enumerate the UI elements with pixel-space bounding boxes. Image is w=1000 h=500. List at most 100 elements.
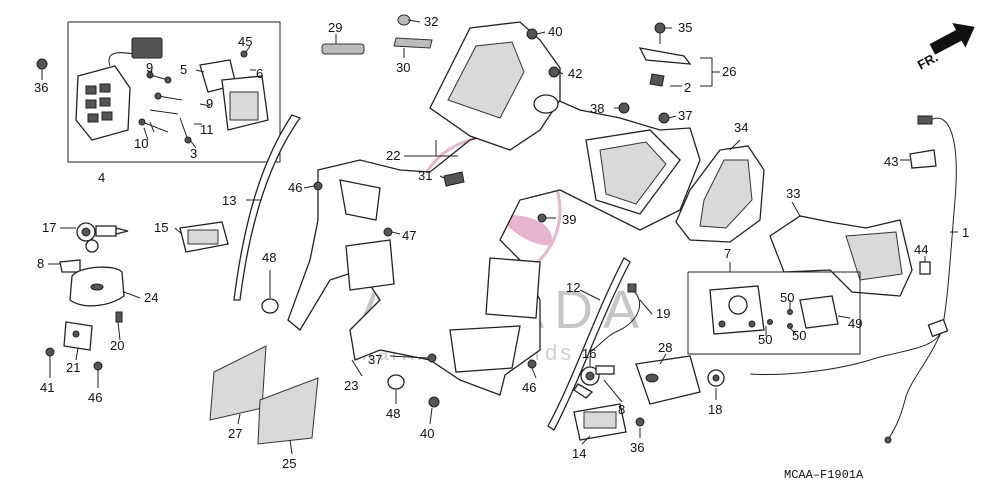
callout-numbers: 1 2 3 4 5 6 7 8 9 9 10 11 12 13 14 15 16… [34, 14, 969, 471]
callout-29: 29 [328, 20, 342, 35]
callout-15: 15 [154, 220, 168, 235]
callout-40-bottom: 40 [420, 426, 434, 441]
part-34-cover [675, 145, 765, 243]
callout-49: 49 [848, 316, 862, 331]
callout-48-upper: 48 [262, 250, 276, 265]
callout-41: 41 [40, 380, 54, 395]
part-48-grommet-lower [387, 374, 405, 390]
callout-46-left: 46 [88, 390, 102, 405]
part-33-cover [769, 215, 913, 297]
upper-console [429, 21, 561, 151]
callout-50-a: 50 [780, 290, 794, 305]
callout-37-bottom: 37 [368, 352, 382, 367]
front-direction-arrow-icon [929, 22, 975, 55]
callout-43: 43 [884, 154, 898, 169]
callout-24: 24 [144, 290, 158, 305]
part-25-pad [257, 377, 319, 445]
part-46-nut-upper [313, 181, 323, 191]
part-24-cover [69, 266, 125, 307]
part-31-clip [443, 171, 465, 187]
part-37-clip-top [658, 112, 670, 124]
part-40-bolt-bottom [428, 396, 440, 408]
callout-10: 10 [134, 136, 148, 151]
leader-lines [41, 19, 958, 455]
callout-4: 4 [98, 170, 105, 185]
diagram-code: MCAA–F1901A [784, 468, 864, 482]
group-box-4 [67, 21, 281, 163]
callout-21: 21 [66, 360, 80, 375]
callout-12: 12 [566, 280, 580, 295]
callout-5: 5 [180, 62, 187, 77]
callout-44: 44 [914, 242, 928, 257]
part-12-trim [547, 257, 631, 431]
part-29-strip [321, 43, 365, 55]
part-38-clip [618, 102, 630, 114]
callout-26: 26 [722, 64, 736, 79]
part-18-grommet [707, 369, 725, 387]
callout-45: 45 [238, 34, 252, 49]
part-26-bracket [638, 47, 692, 87]
callout-46-upper: 46 [288, 180, 302, 195]
part-8-clip [59, 259, 81, 273]
callout-7: 7 [724, 246, 731, 261]
callout-17: 17 [42, 220, 56, 235]
callout-48-lower: 48 [386, 406, 400, 421]
part-27-pad [209, 345, 267, 421]
callout-19: 19 [656, 306, 670, 321]
callout-9-lower: 9 [206, 96, 213, 111]
callout-9-upper: 9 [146, 60, 153, 75]
part-42-nut [548, 66, 560, 78]
callout-30: 30 [396, 60, 410, 75]
part-37-clip-bottom [427, 353, 437, 363]
part-36-screw [36, 58, 48, 76]
callout-31: 31 [418, 168, 432, 183]
part-39-screw [537, 213, 547, 223]
callout-46-lower: 46 [522, 380, 536, 395]
callout-11: 11 [200, 122, 214, 137]
callout-38: 38 [590, 101, 604, 116]
part-48-grommet-upper [261, 298, 279, 314]
callout-33: 33 [786, 186, 800, 201]
callout-18: 18 [708, 402, 722, 417]
cable-1 [749, 115, 957, 444]
callout-8-right: 8 [618, 402, 625, 417]
part-14-pocket [573, 403, 627, 441]
part-30-strip [393, 37, 433, 49]
part-47-nut [383, 227, 393, 237]
part-36-screw-right [635, 417, 645, 427]
callout-6: 6 [256, 66, 263, 81]
part-40-bolt-top [526, 28, 538, 40]
part-35-bolt [654, 22, 666, 44]
callout-23: 23 [344, 378, 358, 393]
callout-1: 1 [962, 225, 969, 240]
callout-2: 2 [684, 80, 691, 95]
callout-14: 14 [572, 446, 586, 461]
part-15-pocket [179, 221, 229, 253]
callout-42: 42 [568, 66, 582, 81]
part-44-plug [919, 261, 931, 275]
callout-13: 13 [222, 193, 236, 208]
part-20-bolt [115, 311, 123, 323]
callout-39: 39 [562, 212, 576, 227]
callout-16: 16 [582, 346, 596, 361]
group-box-7 [687, 271, 861, 355]
callout-50-c: 50 [758, 332, 772, 347]
part-43-clamp [909, 149, 937, 169]
callout-40-top: 40 [548, 24, 562, 39]
callout-32: 32 [424, 14, 438, 29]
part-21-bracket [63, 321, 93, 351]
callout-37-top: 37 [678, 108, 692, 123]
callout-28: 28 [658, 340, 672, 355]
callout-3: 3 [190, 146, 197, 161]
main-inner-panel [287, 95, 701, 396]
part-17-keyset [76, 222, 129, 253]
callout-47: 47 [402, 228, 416, 243]
part-41-bolt [45, 347, 55, 366]
part-16-keyswitch [573, 365, 615, 399]
callout-8-left: 8 [37, 256, 44, 271]
callout-35: 35 [678, 20, 692, 35]
callout-20: 20 [110, 338, 124, 353]
callout-25: 25 [282, 456, 296, 471]
part-13-trim [233, 114, 302, 301]
